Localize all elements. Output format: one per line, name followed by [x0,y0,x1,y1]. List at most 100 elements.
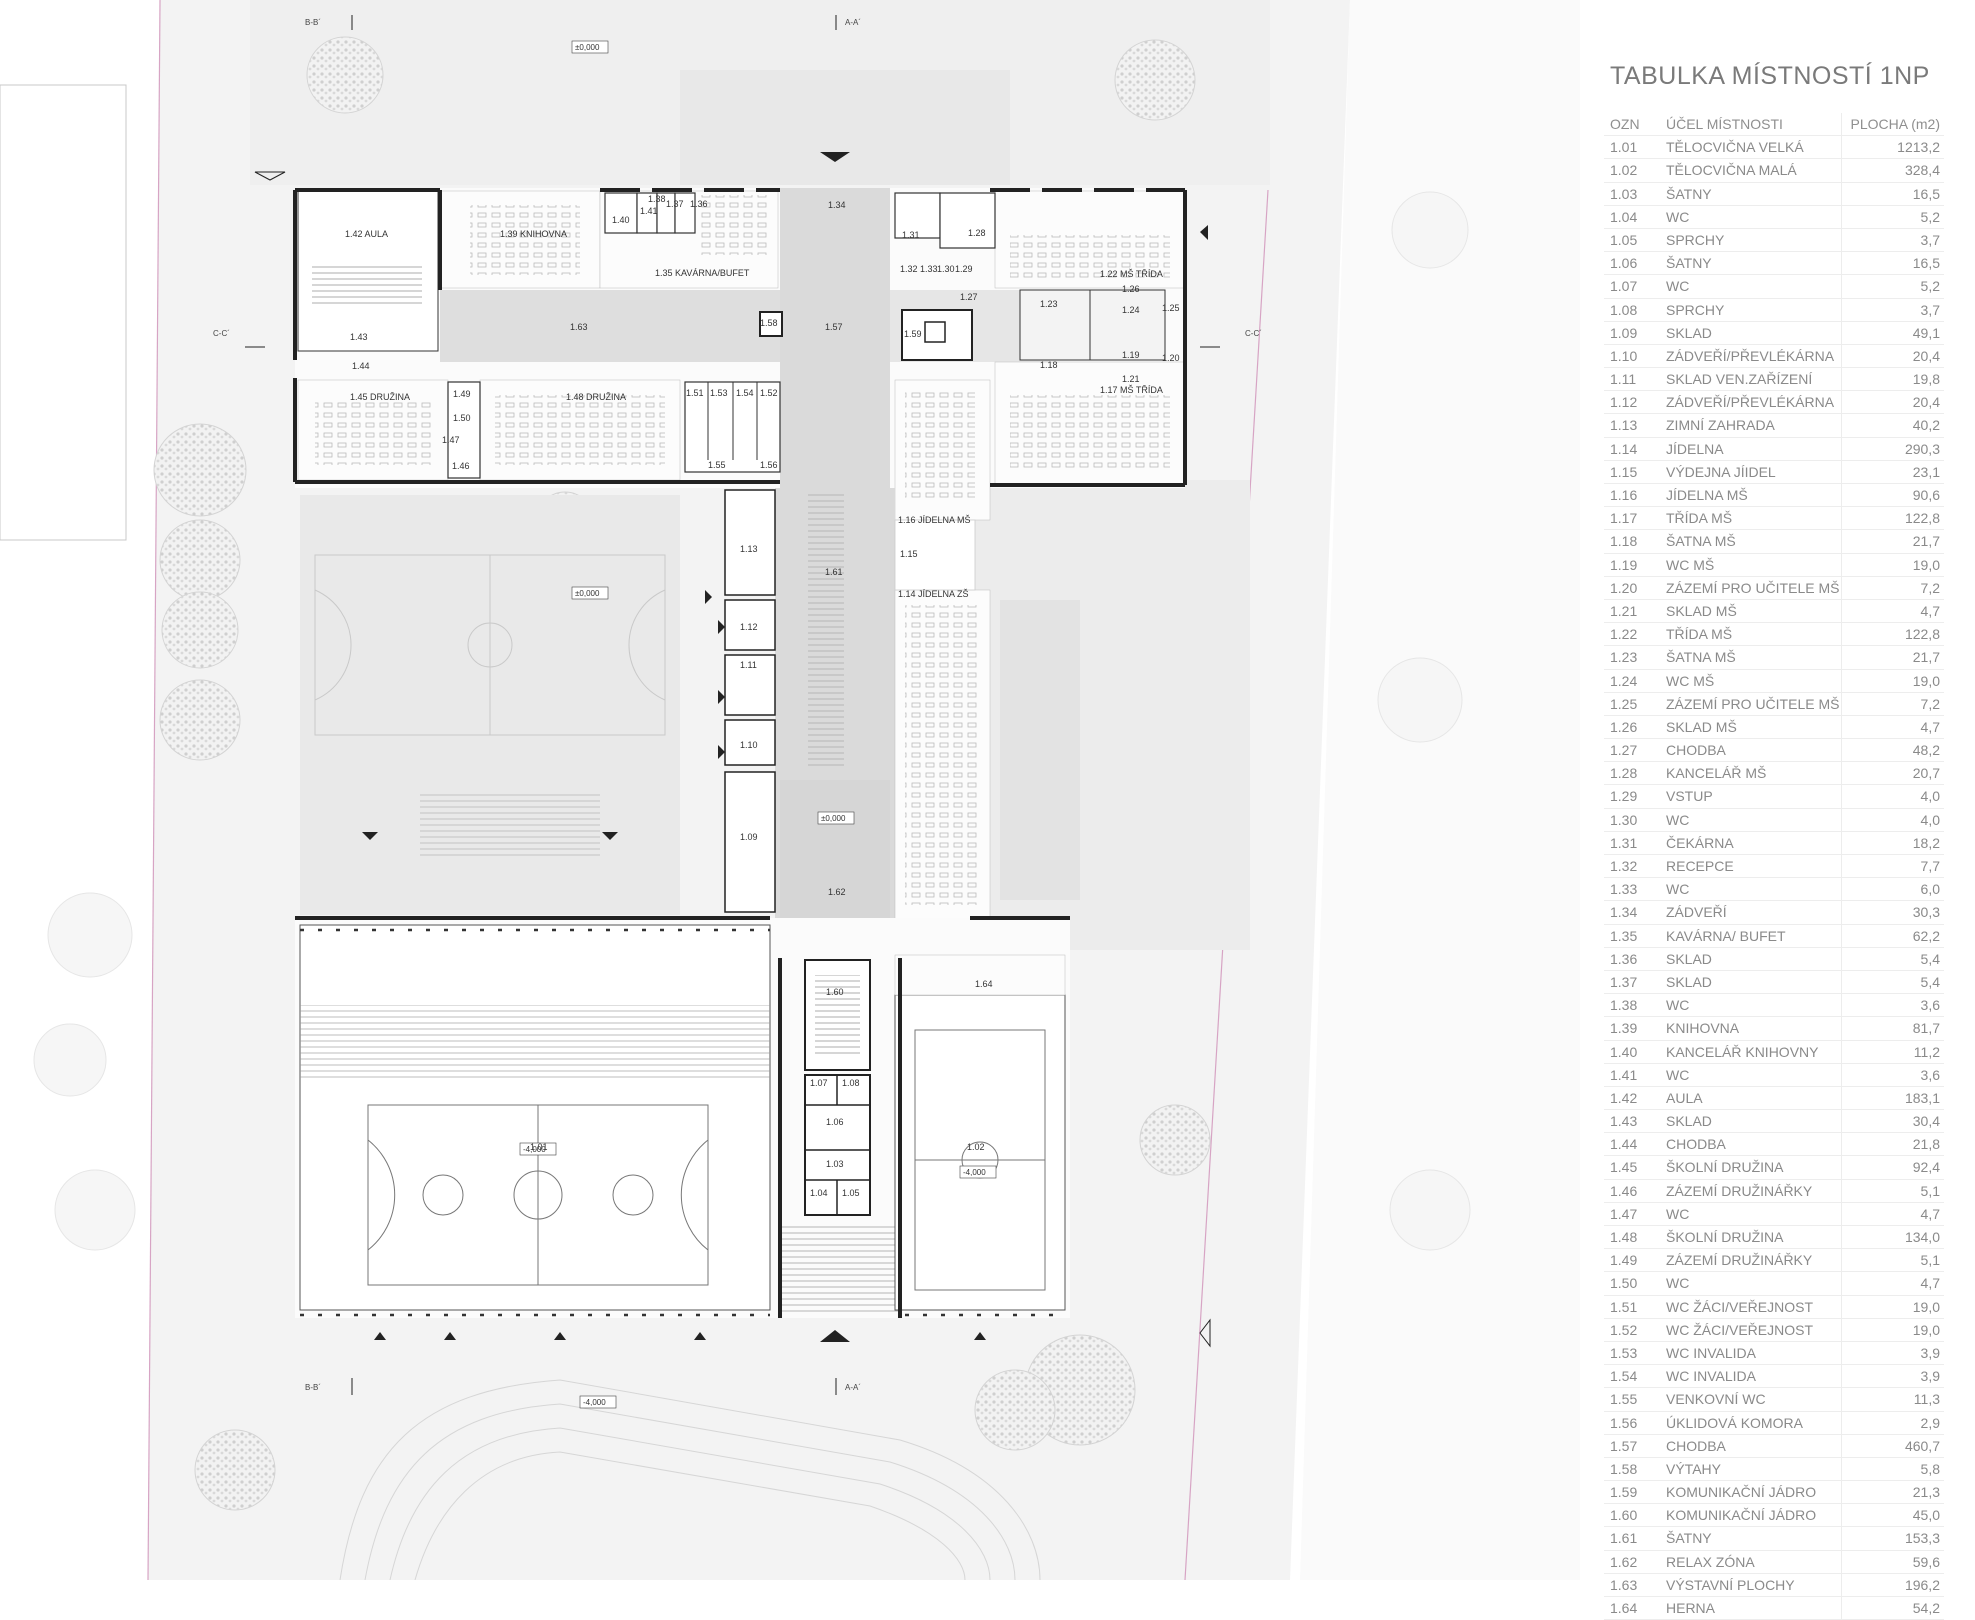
cell-name: WC INVALIDA [1666,1344,1756,1361]
cell-area: 7,2 [1841,692,1944,715]
room-label: 1.16 JÍDELNA MŠ [898,515,971,525]
cell-name: ŠKOLNÍ DRUŽINA [1666,1229,1784,1245]
cell-name: AULA [1666,1089,1703,1106]
room-label: 1.33 [920,264,938,274]
cell-area: 4,0 [1841,785,1944,808]
room-label: 1.31 [902,230,920,240]
room-label: 1.45 DRUŽINA [350,392,410,402]
section-b-bottom: B-B´ [305,1383,321,1392]
cell-name: KAVÁRNA/ BUFET [1666,927,1786,944]
cell-name: ŠATNA MŠ [1666,649,1736,666]
cell-name: ZÁZEMÍ DRUŽINÁŘKY [1666,1252,1813,1269]
cell-area: 122,8 [1841,623,1944,646]
cell-area: 19,0 [1841,553,1944,576]
cell-code: 1.03 [1610,185,1638,202]
cell-area: 62,2 [1841,924,1944,947]
cell-code: 1.33 [1610,881,1638,898]
property-line-west [147,0,161,1580]
cell-code: 1.47 [1610,1205,1638,1222]
basketball-court-outdoor [314,554,666,736]
cell-code: 1.61 [1610,1530,1638,1547]
room-label: 1.24 [1122,305,1140,315]
room-label: 1.53 [710,388,728,398]
svg-text:±0,000: ±0,000 [821,814,846,823]
cell-name: SKLAD VEN.ZAŘÍZENÍ [1666,371,1813,388]
room-label: 1.49 [453,389,471,399]
room-label: 1.30 [937,264,955,274]
header-code: OZN [1610,116,1640,132]
room-label: 1.14 JÍDELNA ZŠ [898,589,969,599]
room-label: 1.09 [740,832,758,842]
gym-block [295,916,1070,1318]
cell-area: 4,7 [1841,1202,1944,1225]
floor-plan: A-A´ A-A´ B-B´ B-B´ C-C´ C-C´ ±0,000 ±0,… [0,0,1471,1580]
cell-area: 19,8 [1841,368,1944,391]
room-label: 1.06 [826,1117,844,1127]
room-table: TABULKA MÍSTNOSTÍ 1NP OZN ÚČEL MÍSTNOSTI… [1604,62,1944,1620]
cell-area: 3,9 [1841,1365,1944,1388]
cell-name: VÝSTAVNÍ PLOCHY [1666,1576,1795,1593]
cell-area: 4,7 [1841,599,1944,623]
room-label: 1.19 [1122,350,1140,360]
cell-code: 1.41 [1610,1066,1638,1083]
room-label: 1.10 [740,740,758,750]
cell-name: ŠATNY [1666,185,1712,202]
cell-code: 1.17 [1610,510,1638,527]
room-label: 1.25 [1162,303,1180,313]
section-c-left: C-C´ [213,329,230,338]
cell-code: 1.11 [1610,371,1637,388]
header-name: ÚČEL MÍSTNOSTI [1666,116,1783,132]
room-label: 1.39 KNIHOVNA [500,229,567,239]
cell-area: 1213,2 [1841,136,1944,159]
section-lines [245,15,1220,1395]
cell-name: JÍDELNA MŠ [1666,487,1748,503]
room-label: 1.07 [810,1078,828,1088]
room-label: 1.28 [968,228,986,238]
section-b-top: B-B´ [305,18,321,27]
cell-name: ÚKLIDOVÁ KOMORA [1666,1414,1803,1431]
cell-area: 5,8 [1841,1457,1944,1481]
header-area: PLOCHA (m2) [1841,113,1944,136]
cell-area: 5,2 [1841,205,1944,228]
cell-code: 1.51 [1610,1298,1638,1315]
svg-text:-4,000: -4,000 [963,1168,986,1177]
cell-name: VÝTAHY [1666,1460,1721,1477]
cell-name: ZÁZEMÍ DRUŽINÁŘKY [1666,1182,1813,1199]
cell-area: 54,2 [1841,1597,1944,1620]
room-label: 1.36 [690,199,708,209]
cell-name: TĚLOCVIČNA MALÁ [1666,162,1797,179]
cell-code: 1.40 [1610,1043,1638,1060]
cell-area: 48,2 [1841,739,1944,762]
cell-code: 1.06 [1610,255,1638,272]
cell-name: ŠATNY [1666,255,1712,272]
cell-code: 1.31 [1610,834,1638,851]
cell-area: 21,7 [1841,530,1944,553]
cell-code: 1.32 [1610,858,1638,874]
gym-large-101 [299,924,771,1311]
cell-code: 1.24 [1610,672,1638,689]
room-label: 1.51 [686,388,704,398]
cell-code: 1.12 [1610,394,1638,411]
east-garden-paved [1000,600,1080,900]
corridor-157 [780,188,890,488]
cell-code: 1.22 [1610,626,1638,643]
cell-name: ŠATNY [1666,1530,1712,1547]
cell-name: ZÁDVEŘÍ/PŘEVLÉKÁRNA [1666,347,1835,364]
cell-area: 16,5 [1841,182,1944,205]
cell-name: VSTUP [1666,788,1713,805]
